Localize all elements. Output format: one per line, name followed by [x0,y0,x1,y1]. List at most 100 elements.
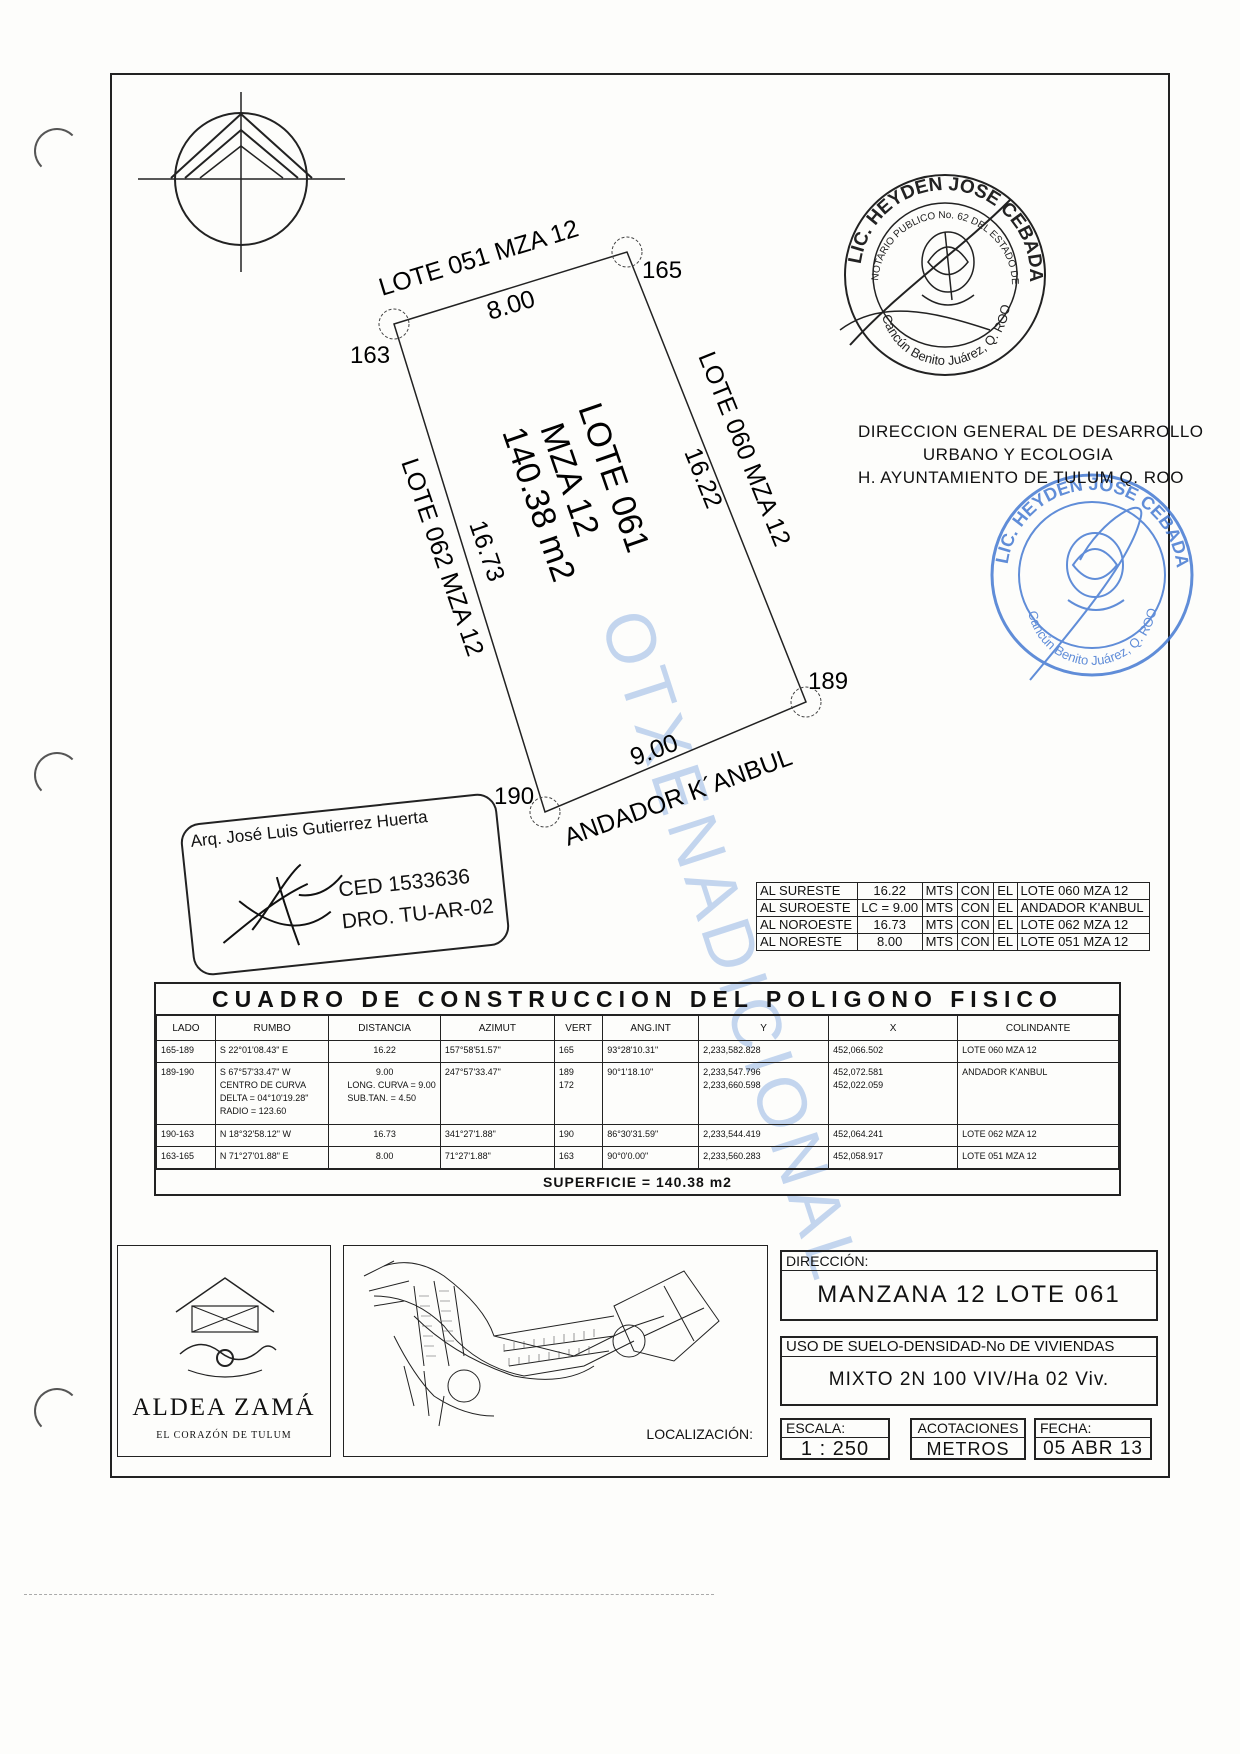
cell-dist: 8.00 [375,1151,394,1161]
cell-vert2: 172 [558,1080,574,1090]
cell-dist3: SUB.TAN. = 4.50 [347,1093,416,1103]
cell-lado: 190-163 [161,1129,195,1139]
brand-tagline: EL CORAZÓN DE TULUM [156,1430,292,1441]
column-header: RUMBO [214,1015,330,1041]
cell-x: 452,058.917 [833,1151,884,1161]
side-left-length: 16.73 [463,517,510,585]
cell-x: 452,072.581 [833,1067,884,1077]
date-box: FECHA: 05 ABR 13 [1034,1418,1152,1460]
column-header: COLINDANTE [957,1015,1119,1041]
cell-vert: 189 [558,1067,574,1077]
vertex-165: 165 [642,257,682,284]
table-row: 163-165 N 71°27'01.88" E 8.00 71°27'1.88" 16… [156,1146,1119,1169]
office-line-2: URBANO Y ECOLOGIA [922,445,1114,464]
table-cell: 163-165 [156,1146,216,1169]
table-cell: 157°58'51.57" [439,1040,555,1063]
table-cell: 190 [553,1124,604,1147]
boundary-el: EL [993,933,1018,951]
boundary-lot: LOTE 062 MZA 12 [1016,916,1151,934]
brand-name: ALDEA ZAMÁ [132,1394,316,1421]
units-value: METROS [926,1439,1010,1459]
boundary-lot: LOTE 051 MZA 12 [1016,933,1151,951]
table-cell: 90°1'18.10" [602,1062,700,1125]
boundary-dist: LC = 9.00 [856,899,923,917]
vertex-163: 163 [350,342,390,369]
cell-azimut: 71°27'1.88" [444,1151,491,1161]
cell-col: LOTE 051 MZA 12 [962,1151,1037,1161]
boundary-lot: LOTE 060 MZA 12 [1016,882,1151,900]
table-cell: 2,233,560.283 [698,1146,830,1169]
address-box: DIRECCIÓN: MANZANA 12 LOTE 061 [780,1250,1158,1321]
table-cell: 189-190 [156,1062,216,1125]
cell-col: ANDADOR K'ANBUL [962,1067,1048,1077]
vertex-190: 190 [494,783,534,810]
notary-seal: LIC. HEYDEN JOSE CEBADA RIVAS NOTARIO PU… [0,0,1046,376]
table-row: 190-163 N 18°32'58.12" W 16.73 341°27'1.88"… [156,1124,1119,1147]
date-value: 05 ABR 13 [1043,1438,1143,1459]
table-cell: 452,066.502 [828,1040,959,1063]
table-cell: N 18°32'58.12" W [214,1124,330,1147]
table-cell: N 71°27'01.88" E [214,1146,330,1169]
cell-lado: 163-165 [161,1151,195,1161]
cell-ang: 86°30'31.59" [607,1129,659,1139]
construction-table-title: CUADRO DE CONSTRUCCION DEL POLIGONO FISI… [156,984,1119,1015]
scale-value: 1 : 250 [800,1438,870,1460]
architect-stamp: Arq. José Luis Gutierrez Huerta CED 1533… [178,791,512,978]
office-line-1: DIRECCION GENERAL DE DESARROLLO [858,422,1204,441]
boundary-unit: MTS [921,882,958,900]
table-cell: 2,233,582.828 [698,1040,830,1063]
scan-artifact-line [24,1594,714,1595]
architect-dro: DRO. TU-AR-02 [340,894,495,934]
table-cell: 8.00 [328,1146,441,1169]
table-cell: 165 [553,1040,604,1063]
cell-dist2: LONG. CURVA = 9.00 [347,1080,436,1090]
cell-rumbo: S 67°57'33.47" W [219,1067,291,1077]
cell-dist: 16.73 [373,1129,396,1139]
boundary-dir: AL SURESTE [756,882,858,900]
punch-hole [34,128,80,174]
table-cell: 71°27'1.88" [439,1146,555,1169]
cell-vert: 163 [558,1151,574,1161]
boundary-el: EL [993,899,1018,917]
land-use-box: USO DE SUELO-DENSIDAD-No DE VIVIENDAS MI… [780,1336,1158,1406]
boundary-el: EL [993,882,1018,900]
column-header: AZIMUT [439,1015,555,1041]
location-label: LOCALIZACIÓN: [646,1426,753,1442]
cell-azimut: 341°27'1.88" [444,1129,496,1139]
land-use-label: USO DE SUELO-DENSIDAD-No DE VIVIENDAS [782,1338,1156,1357]
table-cell: 452,058.917 [828,1146,959,1169]
table-cell: 190-163 [156,1124,216,1147]
table-cell: 247°57'33.47" [439,1062,555,1125]
neighbor-right-label: LOTE 060 MZA 12 [692,348,796,550]
house-logo-icon [175,1277,277,1378]
cell-y2: 2,233,660.598 [703,1080,761,1090]
boundary-dist: 8.00 [856,933,923,951]
area-summary: SUPERFICIE = 140.38 m2 [156,1169,1119,1194]
column-header: LADO [156,1015,216,1041]
land-use-value: MIXTO 2N 100 VIV/Ha 02 Viv. [828,1369,1110,1390]
scale-label: ESCALA: [782,1420,888,1438]
column-header: Y [698,1015,830,1041]
construction-table: CUADRO DE CONSTRUCCION DEL POLIGONO FISI… [154,982,1121,1196]
boundary-unit: MTS [921,899,958,917]
seal-bottom-text: Cancún Benito Juárez, Q. ROO [879,303,1013,368]
cell-ang: 90°0'0.00" [607,1151,649,1161]
boundary-con: CON [956,916,995,934]
svg-text:Cancún Benito Juárez, Q. ROO: Cancún Benito Juárez, Q. ROO [1025,607,1159,668]
vertex-189: 189 [808,668,848,695]
cell-dist: 16.22 [373,1045,396,1055]
table-cell: 16.22 [328,1040,441,1063]
table-cell: 163 [553,1146,604,1169]
signature [222,863,343,946]
cell-ang: 93°28'10.31" [607,1045,659,1055]
table-cell: S 22°01'08.43" E [214,1040,330,1063]
cell-lado: 189-190 [161,1067,195,1077]
svg-text:Cancún Benito Juárez, Q. ROO: Cancún Benito Juárez, Q. ROO [879,303,1013,368]
table-cell: 93°28'10.31" [602,1040,700,1063]
table-cell: 165-189 [156,1040,216,1063]
